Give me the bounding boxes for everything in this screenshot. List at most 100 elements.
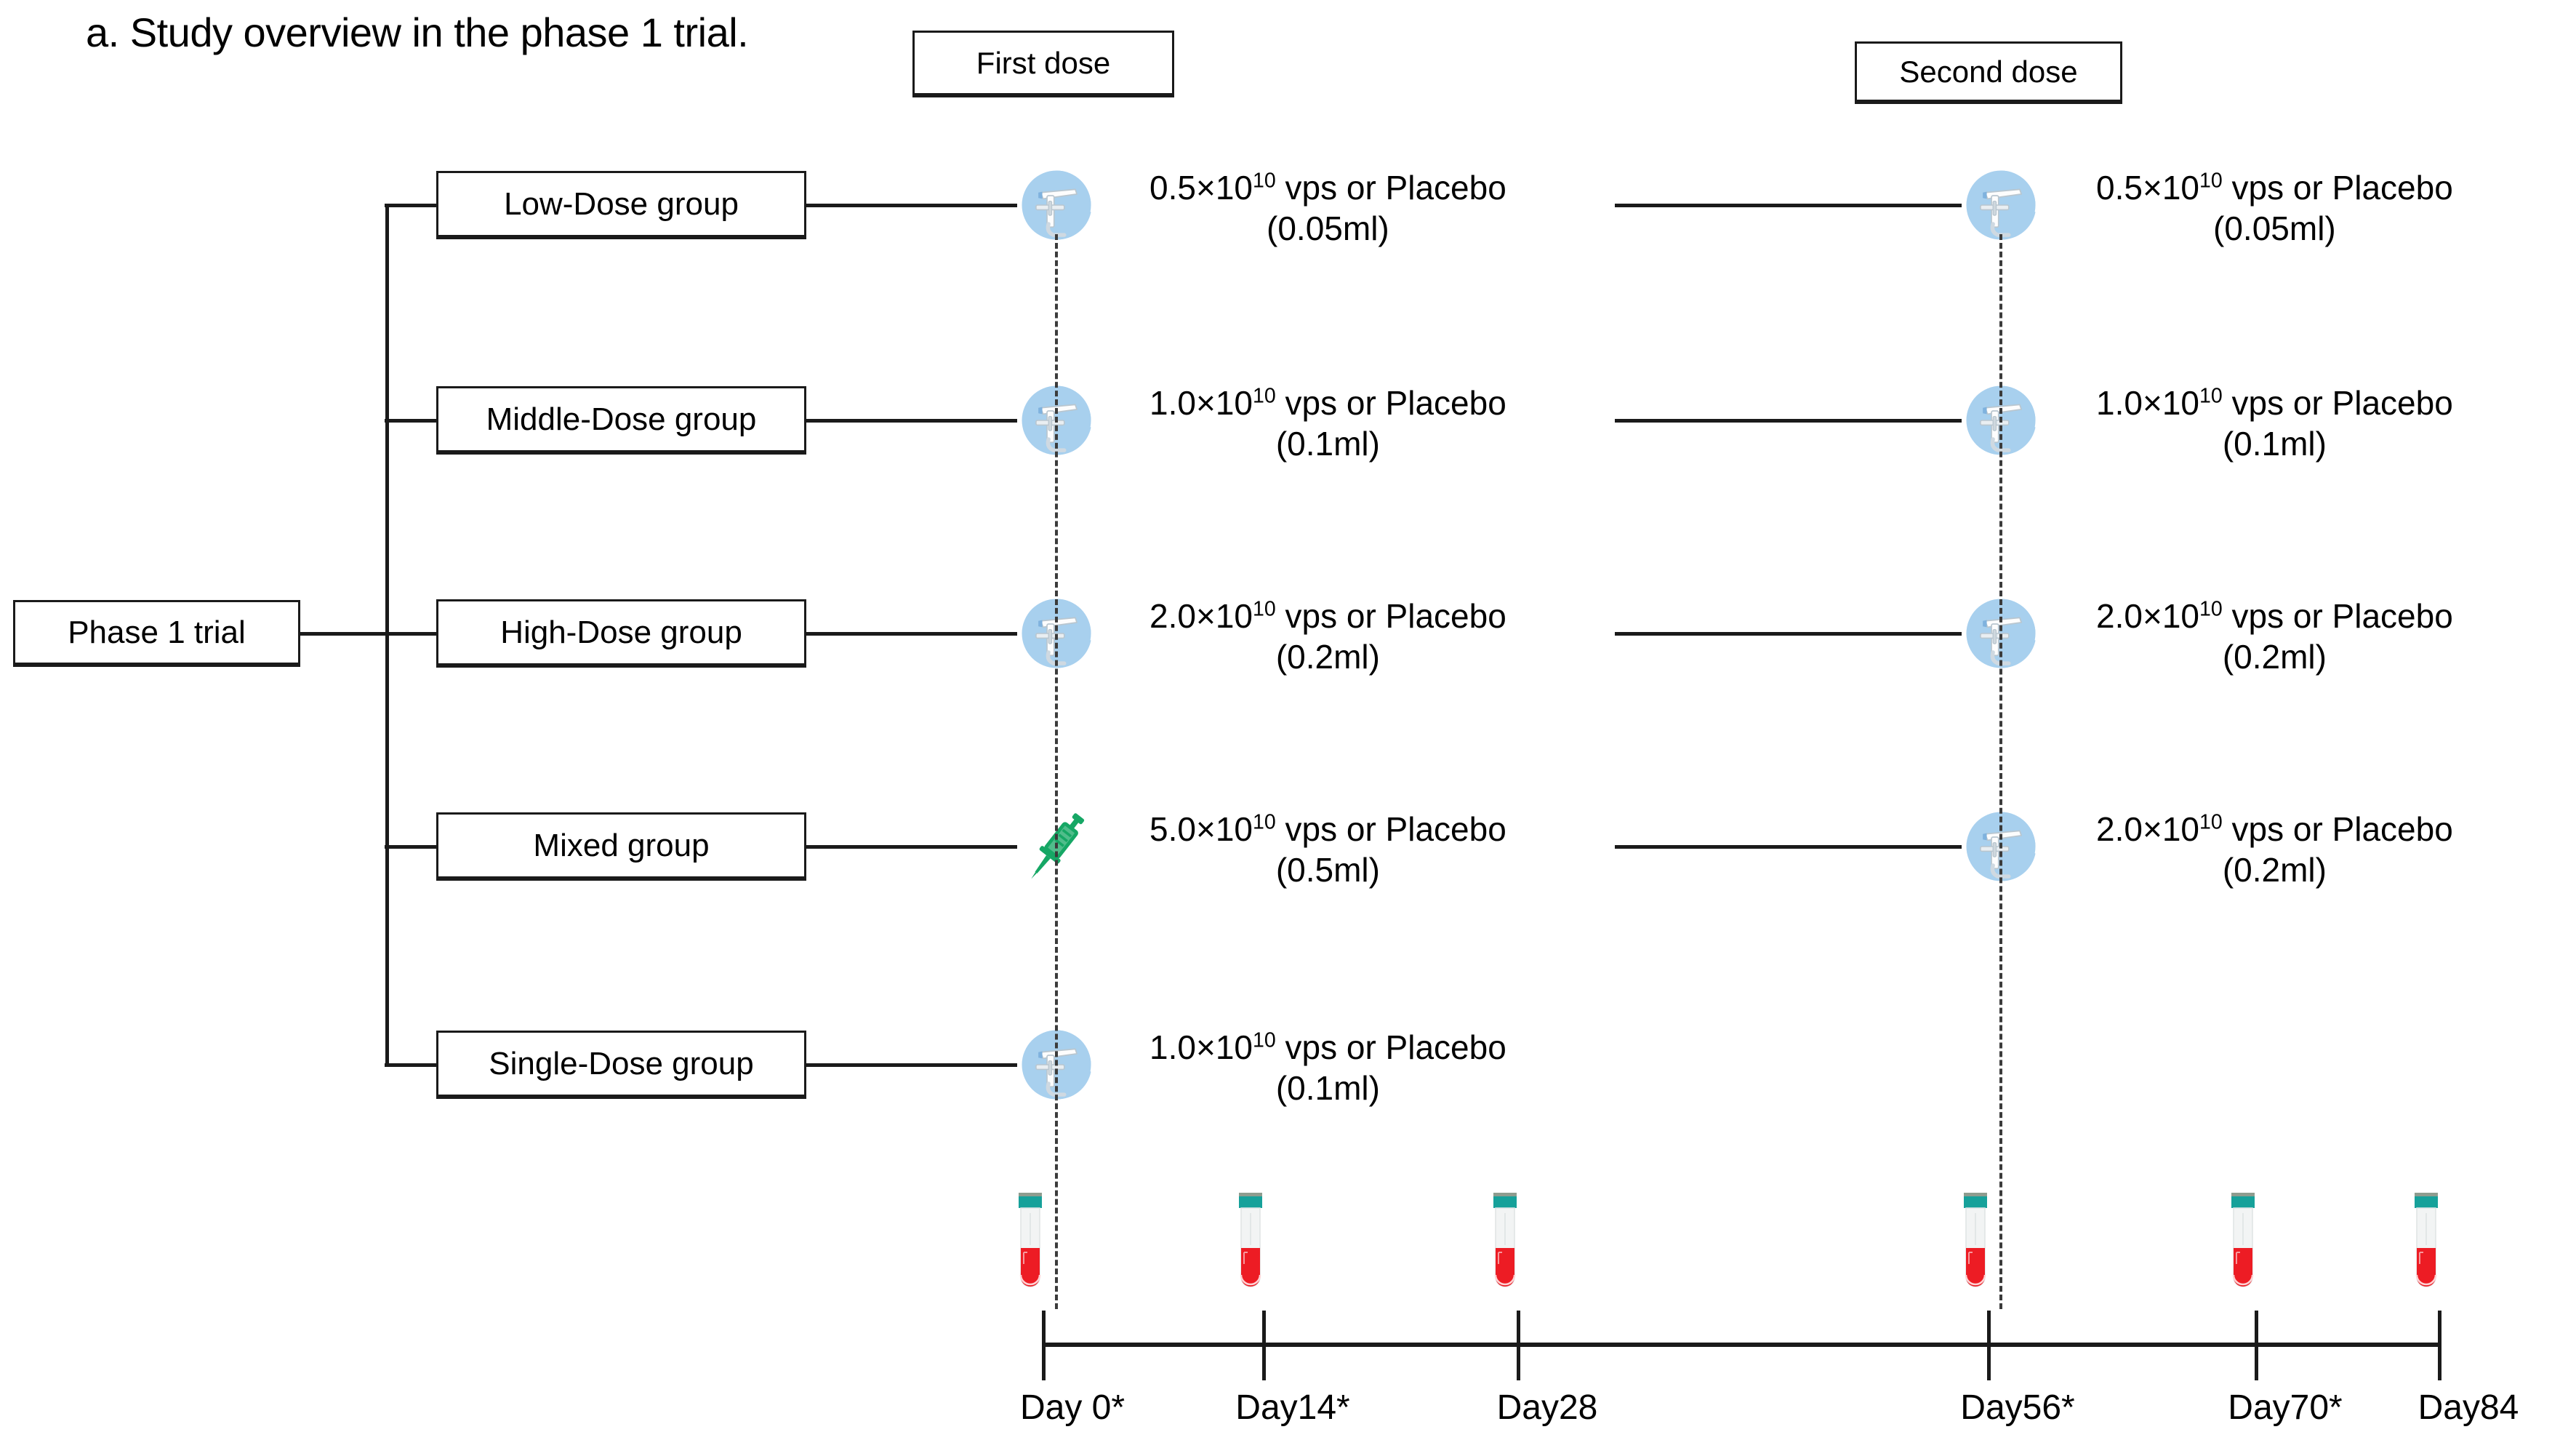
dose-exponent: 10 (1253, 597, 1276, 621)
dose-unit: vps or Placebo (1285, 384, 1506, 422)
group-box-2[interactable]: High-Dose group (436, 599, 806, 668)
first-dose-connector-line (806, 632, 1017, 636)
multiplication-sign: × (2142, 597, 2162, 635)
dose-exponent: 10 (2199, 597, 2223, 621)
second-dose-text-0: 0.5×1010 vps or Placebo(0.05ml) (2096, 167, 2453, 249)
group-box-4[interactable]: Single-Dose group (436, 1031, 806, 1099)
dose-base: 10 (2162, 169, 2199, 207)
timeline-label-3: Day56* (1960, 1388, 2075, 1427)
dose-base: 10 (1215, 810, 1253, 848)
first-dose-icon-wrap-0[interactable] (1017, 166, 1096, 244)
dose-base: 10 (2162, 597, 2199, 635)
dose-unit: vps or Placebo (2231, 810, 2453, 848)
tube-wrap-1 (1236, 1191, 1265, 1300)
dose-value: 2.0 (2096, 597, 2143, 635)
tube-wrap-0 (1016, 1191, 1045, 1300)
second-dose-icon-wrap-3[interactable] (1962, 807, 2040, 886)
timeline-tick-5 (2438, 1311, 2441, 1380)
blood-collection-tube-icon (2228, 1191, 2258, 1300)
nasal-spray-icon (1962, 807, 2040, 886)
branch-connector-line (385, 632, 436, 636)
second-dose-dashed-guide (1999, 234, 2002, 1309)
timeline-label-2: Day28 (1496, 1388, 1598, 1427)
dose-volume: (0.1ml) (1275, 425, 1380, 463)
group-box-1[interactable]: Middle-Dose group (436, 386, 806, 455)
dose-base: 10 (1215, 169, 1253, 207)
dose-volume: (0.2ml) (1275, 638, 1380, 676)
first-dose-connector-line (806, 845, 1017, 849)
dose-exponent: 10 (1253, 810, 1276, 834)
figure-caption: a. Study overview in the phase 1 trial. (86, 9, 749, 55)
first-dose-dashed-guide (1055, 234, 1058, 1309)
multiplication-sign: × (2142, 384, 2162, 422)
dose-value: 0.5 (1149, 169, 1196, 207)
dose-unit: vps or Placebo (1285, 597, 1506, 635)
group-box-0[interactable]: Low-Dose group (436, 171, 806, 239)
first-dose-connector-line (806, 419, 1017, 423)
dose-exponent: 10 (1253, 1028, 1276, 1052)
dose-volume: (0.5ml) (1275, 851, 1380, 889)
first-dose-text-3: 5.0×1010 vps or Placebo(0.5ml) (1149, 809, 1506, 890)
dose-exponent: 10 (2199, 384, 2223, 408)
dose-unit: vps or Placebo (2231, 384, 2453, 422)
blood-collection-tube-icon (1236, 1191, 1265, 1300)
dose-value: 1.0 (2096, 384, 2143, 422)
first-dose-label: First dose (976, 45, 1111, 80)
blood-collection-tube-icon (1490, 1191, 1520, 1300)
second-dose-connector-line (1615, 845, 1962, 849)
timeline-label-5: Day84 (2417, 1388, 2519, 1427)
second-dose-header-box: Second dose (1855, 41, 2122, 104)
second-dose-connector-line (1615, 204, 1962, 207)
first-dose-connector-line (806, 204, 1017, 207)
dose-unit: vps or Placebo (2231, 169, 2453, 207)
timeline-label-1: Day14* (1235, 1388, 1350, 1427)
nasal-spray-icon (1017, 166, 1096, 244)
second-dose-icon-wrap-0[interactable] (1962, 166, 2040, 244)
dose-exponent: 10 (2199, 810, 2223, 834)
dose-value: 2.0 (2096, 810, 2143, 848)
group-label: Middle-Dose group (486, 401, 757, 437)
branch-connector-line (385, 204, 436, 207)
dose-volume: (0.05ml) (1267, 209, 1389, 248)
dose-base: 10 (2162, 384, 2199, 422)
multiplication-sign: × (1195, 597, 1216, 635)
tube-wrap-5 (2412, 1191, 2441, 1300)
second-dose-connector-line (1615, 632, 1962, 636)
dose-unit: vps or Placebo (2231, 597, 2453, 635)
tube-wrap-3 (1961, 1191, 1990, 1300)
multiplication-sign: × (2142, 169, 2162, 207)
second-dose-text-1: 1.0×1010 vps or Placebo(0.1ml) (2096, 383, 2453, 464)
dose-base: 10 (1215, 1028, 1253, 1066)
group-box-3[interactable]: Mixed group (436, 812, 806, 881)
dose-base: 10 (1215, 597, 1253, 635)
phase-1-trial-box: Phase 1 trial (13, 600, 300, 667)
branch-connector-line (385, 845, 436, 849)
dose-volume: (0.2ml) (2222, 851, 2327, 889)
timeline-label-0: Day 0* (1019, 1388, 1126, 1427)
tube-wrap-2 (1490, 1191, 1520, 1300)
dose-value: 0.5 (2096, 169, 2143, 207)
first-dose-text-2: 2.0×1010 vps or Placebo(0.2ml) (1149, 596, 1506, 677)
nasal-spray-icon (1962, 166, 2040, 244)
multiplication-sign: × (1195, 169, 1216, 207)
dose-exponent: 10 (2199, 169, 2223, 193)
timeline-label-4: Day70* (2228, 1388, 2343, 1427)
group-label: Low-Dose group (504, 185, 739, 222)
group-label: High-Dose group (500, 614, 742, 650)
group-label: Mixed group (533, 827, 710, 863)
blood-collection-tube-icon (2412, 1191, 2441, 1300)
dose-value: 1.0 (1149, 384, 1196, 422)
second-dose-label: Second dose (1899, 54, 2078, 89)
multiplication-sign: × (1195, 810, 1216, 848)
second-dose-connector-line (1615, 419, 1962, 423)
tube-wrap-4 (2228, 1191, 2258, 1300)
dose-exponent: 10 (1253, 169, 1276, 193)
blood-collection-tube-icon (1016, 1191, 1045, 1300)
dose-base: 10 (1215, 384, 1253, 422)
dose-volume: (0.1ml) (2222, 425, 2327, 463)
dose-volume: (0.2ml) (2222, 638, 2327, 676)
root-connector-line (300, 632, 385, 636)
dose-volume: (0.1ml) (1275, 1069, 1380, 1108)
first-dose-header-box: First dose (912, 31, 1174, 97)
